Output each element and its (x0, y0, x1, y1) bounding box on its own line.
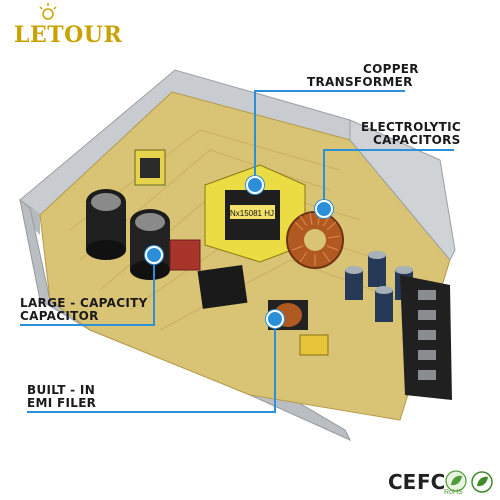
label-line: CAPACITOR (20, 309, 99, 323)
label-electrolytic-capacitors: ELECTROLYTIC CAPACITORS (361, 121, 461, 147)
label-line: TRANSFORMER (307, 75, 413, 89)
callout-dot (246, 176, 264, 194)
label-built-in-emi-filer: BUILT - IN EMI FILER (27, 384, 96, 410)
label-line: LARGE - CAPACITY (20, 296, 148, 310)
callout-line (153, 262, 155, 326)
callout-line (274, 320, 276, 413)
brand-logo: LETOUR (14, 22, 123, 48)
rohs-label: RoHS (444, 489, 463, 496)
recycle-leaf-icon (471, 471, 493, 493)
transformer-marking: Nx15081 HJ (230, 209, 274, 218)
callout-line (323, 149, 325, 203)
callout-dot (266, 310, 284, 328)
callout-dot (145, 246, 163, 264)
label-line: ELECTROLYTIC (361, 120, 461, 134)
ce-mark: CE (388, 470, 417, 494)
callout-line (27, 411, 275, 413)
label-line: EMI FILER (27, 396, 97, 410)
label-line: COPPER (363, 62, 419, 76)
callout-line (254, 90, 256, 182)
label-line: BUILT - IN (27, 383, 96, 397)
callout-line (324, 149, 454, 151)
label-copper-transformer: COPPER TRANSFORMER (307, 63, 419, 89)
label-large-capacity-capacitor: LARGE - CAPACITY CAPACITOR (20, 297, 148, 323)
fc-mark: FC (417, 470, 446, 494)
callout-line (255, 90, 405, 92)
label-line: CAPACITORS (373, 133, 461, 147)
callout-line (20, 324, 154, 326)
callout-dot (315, 200, 333, 218)
rohs-leaf-icon (445, 470, 467, 492)
lightbulb-icon (39, 3, 57, 20)
